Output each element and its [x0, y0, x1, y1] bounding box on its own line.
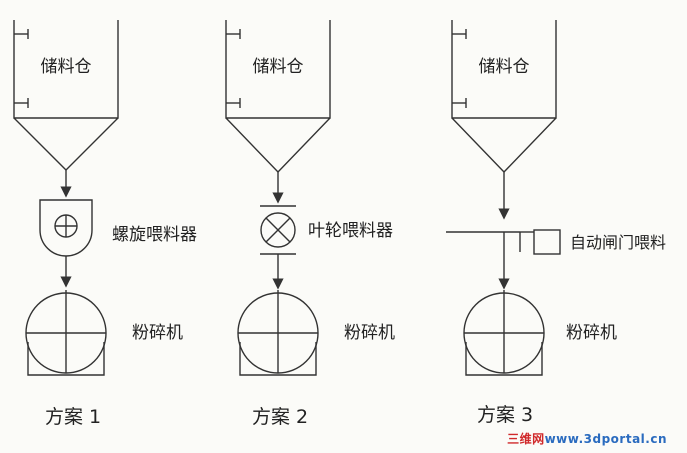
- feeder-3-label: 自动闸门喂料: [570, 233, 666, 252]
- crusher-1-label: 粉碎机: [132, 323, 183, 343]
- watermark: 三维网www.3dportal.cn: [507, 430, 667, 447]
- feeder-2-label: 叶轮喂料器: [308, 221, 393, 241]
- silo-3-label: 储料仓: [479, 57, 530, 77]
- scheme-1: [13, 20, 119, 376]
- screw-feeder-icon: [39, 199, 93, 257]
- rotary-feeder-icon: [260, 212, 296, 248]
- silo-1: [13, 20, 119, 171]
- auto-gate-icon: [533, 229, 561, 255]
- watermark-brand: 三维网: [507, 432, 545, 446]
- watermark-url: www.3dportal.cn: [544, 432, 667, 446]
- silo-1-label: 储料仓: [41, 57, 92, 77]
- scheme-2: [225, 20, 331, 376]
- scheme-3: [446, 20, 561, 376]
- scheme-2-title: 方案 2: [252, 406, 308, 428]
- silo-2: [225, 20, 331, 174]
- silo-3: [451, 20, 557, 174]
- feeder-1-label: 螺旋喂料器: [112, 225, 197, 245]
- crusher-2-label: 粉碎机: [344, 323, 395, 343]
- crusher-3-label: 粉碎机: [566, 323, 617, 343]
- silo-2-label: 储料仓: [253, 57, 304, 77]
- scheme-1-title: 方案 1: [45, 406, 101, 428]
- scheme-3-title: 方案 3: [477, 404, 533, 426]
